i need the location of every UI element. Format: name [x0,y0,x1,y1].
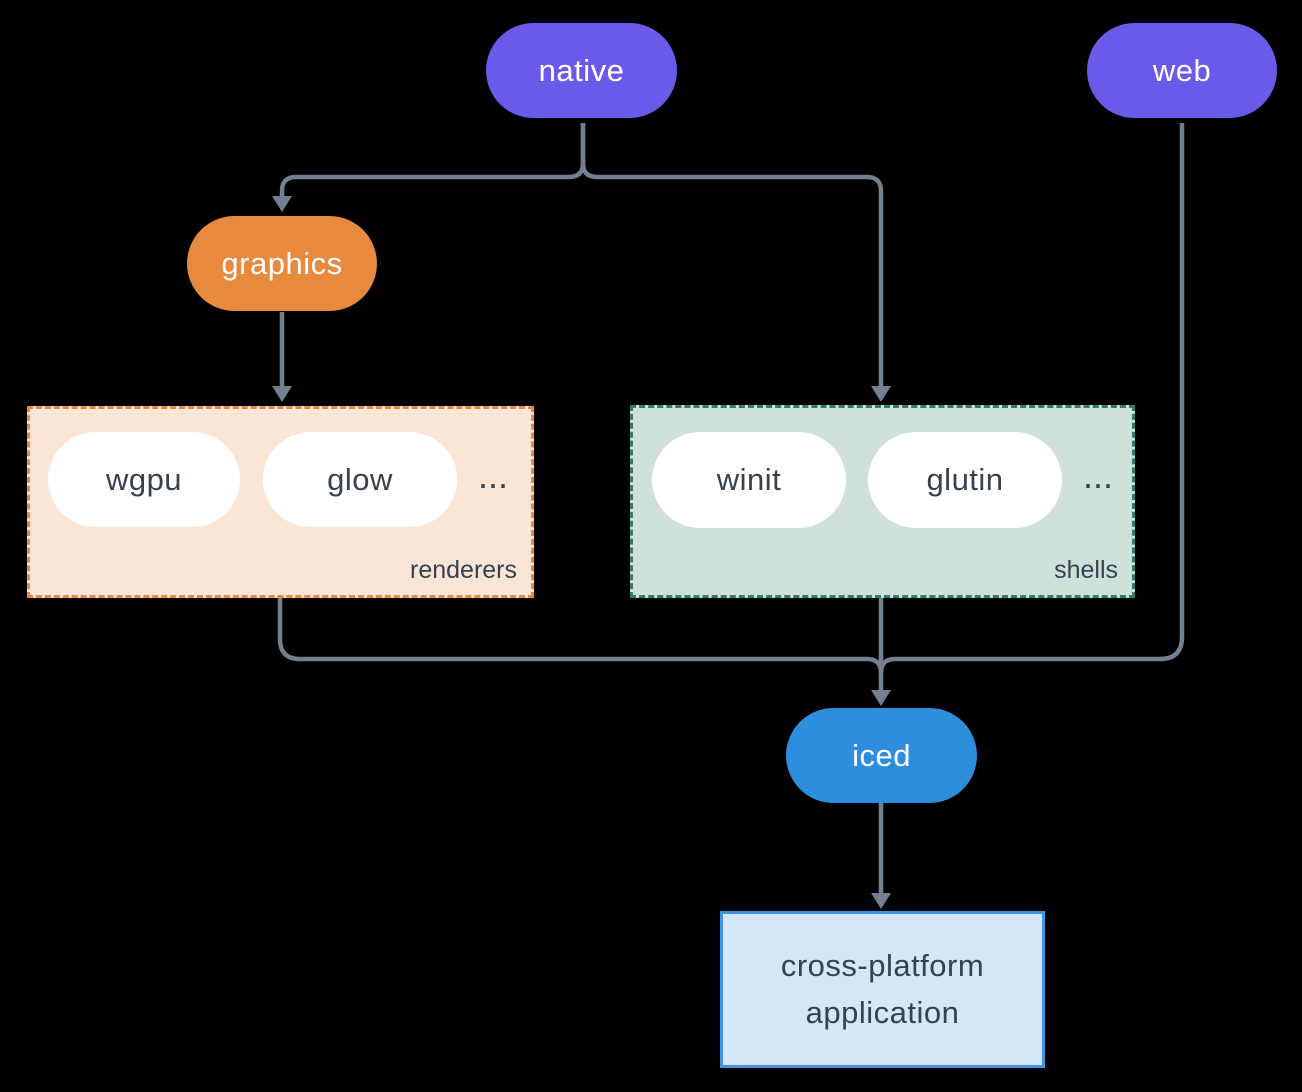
application-label-line1: cross-platform [780,948,985,983]
node-graphics: graphics [187,216,377,311]
node-iced-label: iced [852,737,911,773]
node-web-label: web [1152,52,1212,88]
node-web: web [1087,23,1277,118]
renderers-ellipsis: ... [477,454,508,496]
arrowhead-into-graphics [272,196,292,212]
node-winit-label: winit [716,462,782,497]
node-glutin: glutin [868,432,1062,528]
node-wgpu-label: wgpu [105,461,183,497]
node-glow-label: glow [327,461,393,497]
edge-native-to-graphics [279,123,586,198]
edge-native-to-shells [580,123,884,388]
application-label-line2: application [805,994,960,1030]
node-iced: iced [786,708,977,803]
node-wgpu: wgpu [48,432,240,527]
arrowhead-into-renderers [272,386,292,402]
node-cross-platform-application: cross-platform application [720,911,1045,1068]
arrowhead-into-application [871,893,891,909]
edge-renderers-to-junction [277,598,884,674]
shells-ellipsis: ... [1082,454,1113,496]
group-shells-label: shells [1054,556,1118,584]
node-glutin-label: glutin [926,462,1004,497]
node-winit: winit [652,432,846,528]
node-glow: glow [263,432,457,527]
node-graphics-label: graphics [221,245,343,281]
arrowhead-into-shells [871,386,891,402]
node-native: native [486,23,677,118]
node-native-label: native [538,52,625,88]
arrowhead-into-iced [871,690,891,706]
group-renderers-label: renderers [410,556,517,584]
